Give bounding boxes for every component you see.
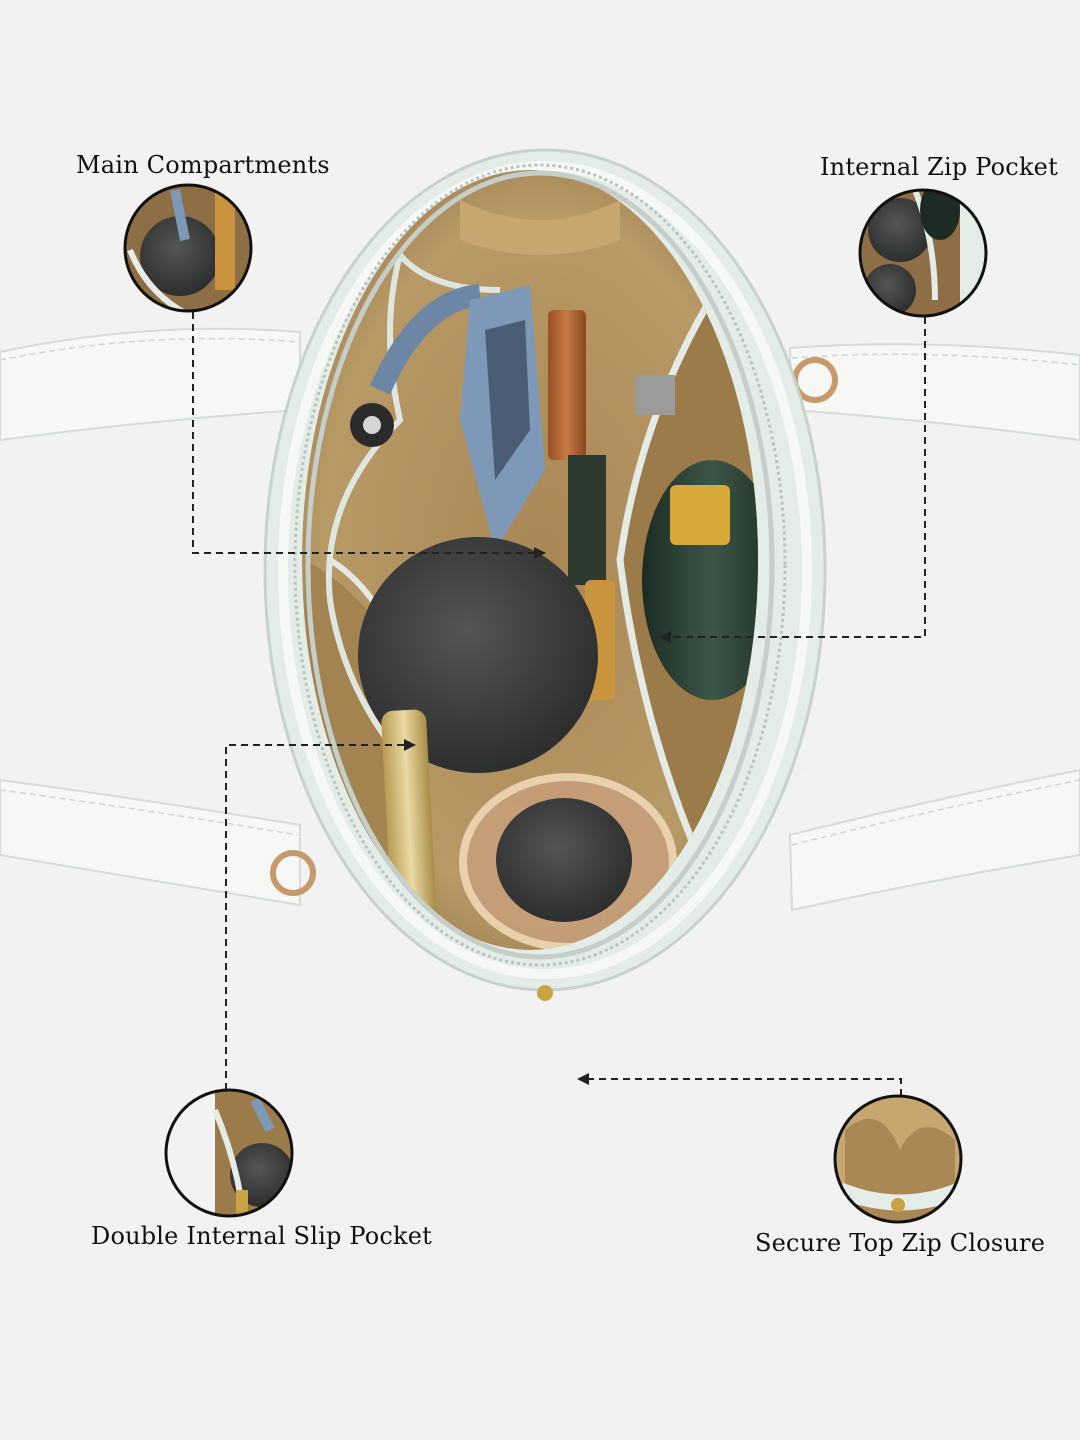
detail-circle-internal-zip-pocket <box>858 188 988 318</box>
callout-arrowheads <box>404 547 671 1085</box>
bag-lining <box>302 170 758 950</box>
detail-circle-secure-top-zip-closure <box>833 1094 963 1224</box>
internal-zip-pocket-label: Internal Zip Pocket <box>820 153 1058 181</box>
detail-circle-double-internal-slip-pocket <box>164 1088 294 1218</box>
zip-pull <box>537 985 553 1001</box>
detail-circle-main-compartments <box>123 183 253 313</box>
secure-top-zip-closure-label: Secure Top Zip Closure <box>755 1229 1046 1257</box>
callout-lines <box>192 312 926 1096</box>
zip-track <box>305 170 775 960</box>
double-internal-slip-pocket-label: Double Internal Slip Pocket <box>91 1222 432 1250</box>
main-compartments-label: Main Compartments <box>76 151 330 179</box>
